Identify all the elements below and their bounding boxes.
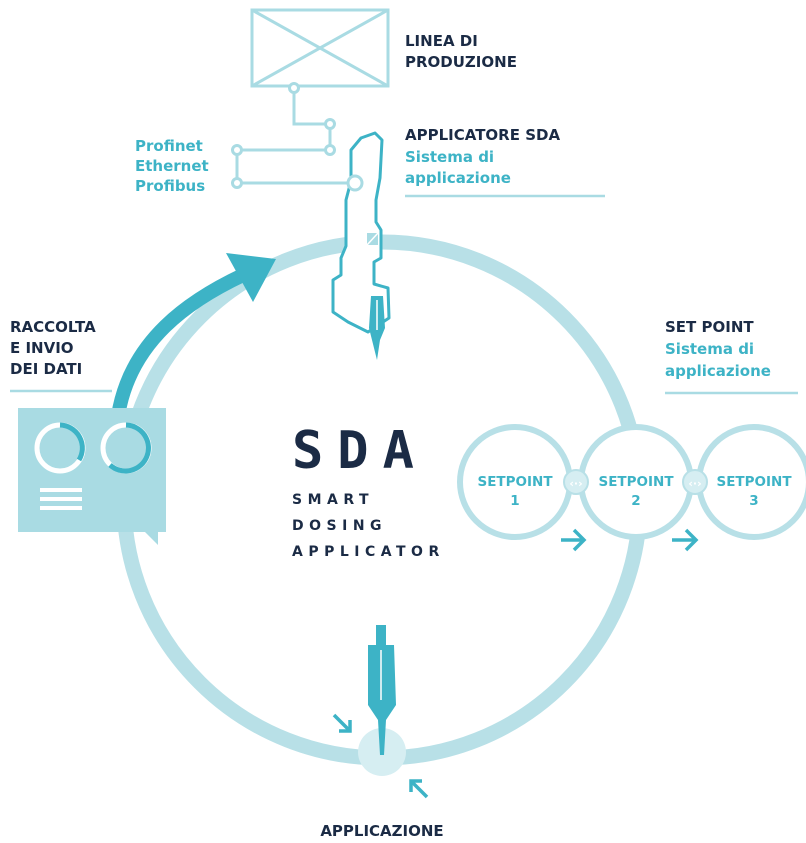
setpoint-3-label: SETPOINT <box>716 474 792 490</box>
set-point-sub-2: applicazione <box>665 362 771 380</box>
setpoint-3-number: 3 <box>749 493 758 509</box>
sda-subtitle-2: DOSING <box>292 518 387 534</box>
protocol-ethernet: Ethernet <box>135 157 209 175</box>
setpoint-1-label: SETPOINT <box>477 474 553 490</box>
svg-text:‹·›: ‹·› <box>688 477 701 490</box>
set-point-title: SET POINT <box>665 318 754 336</box>
setpoint-link-1-icon <box>563 469 589 495</box>
outbound-arrow-icon <box>409 779 429 799</box>
sda-title: SDA <box>292 421 428 481</box>
protocol-profibus: Profibus <box>135 177 205 195</box>
applicator-title: APPLICATORE SDA <box>405 126 560 144</box>
setpoint-2-label: SETPOINT <box>598 474 674 490</box>
setpoint-link-2-icon <box>682 469 708 495</box>
applicator-sub-2: applicazione <box>405 169 511 187</box>
setpoint-1-number: 1 <box>510 493 519 509</box>
inbound-arrow-icon <box>332 713 352 733</box>
network-connector-icon <box>231 82 355 189</box>
setpoint-arrow-icon <box>561 528 587 552</box>
production-line-label-2: PRODUZIONE <box>405 53 517 71</box>
data-collection-label-3: DEI DATI <box>10 360 82 378</box>
setpoint-2-number: 2 <box>631 493 640 509</box>
application-label: APPLICAZIONE <box>320 822 443 840</box>
data-upload-arrow-icon <box>111 253 276 418</box>
protocol-profinet: Profinet <box>135 137 203 155</box>
applicator-sub-1: Sistema di <box>405 148 494 166</box>
set-point-sub-1: Sistema di <box>665 340 754 358</box>
production-line-icon <box>250 8 390 88</box>
application-nozzle-icon <box>358 625 406 776</box>
production-line-label-1: LINEA DI <box>405 32 478 50</box>
setpoint-arrow-icon <box>672 528 699 552</box>
applicator-sda-icon <box>331 131 391 360</box>
sda-subtitle-1: SMART <box>292 492 374 508</box>
data-monitor-icon <box>18 408 166 545</box>
sda-subtitle-3: APPLICATOR <box>292 544 445 560</box>
data-collection-label-2: E INVIO <box>10 339 74 357</box>
setpoint-group: ‹·› ‹·› <box>457 424 806 540</box>
svg-text:‹·›: ‹·› <box>569 477 582 490</box>
data-collection-label-1: RACCOLTA <box>10 318 96 336</box>
